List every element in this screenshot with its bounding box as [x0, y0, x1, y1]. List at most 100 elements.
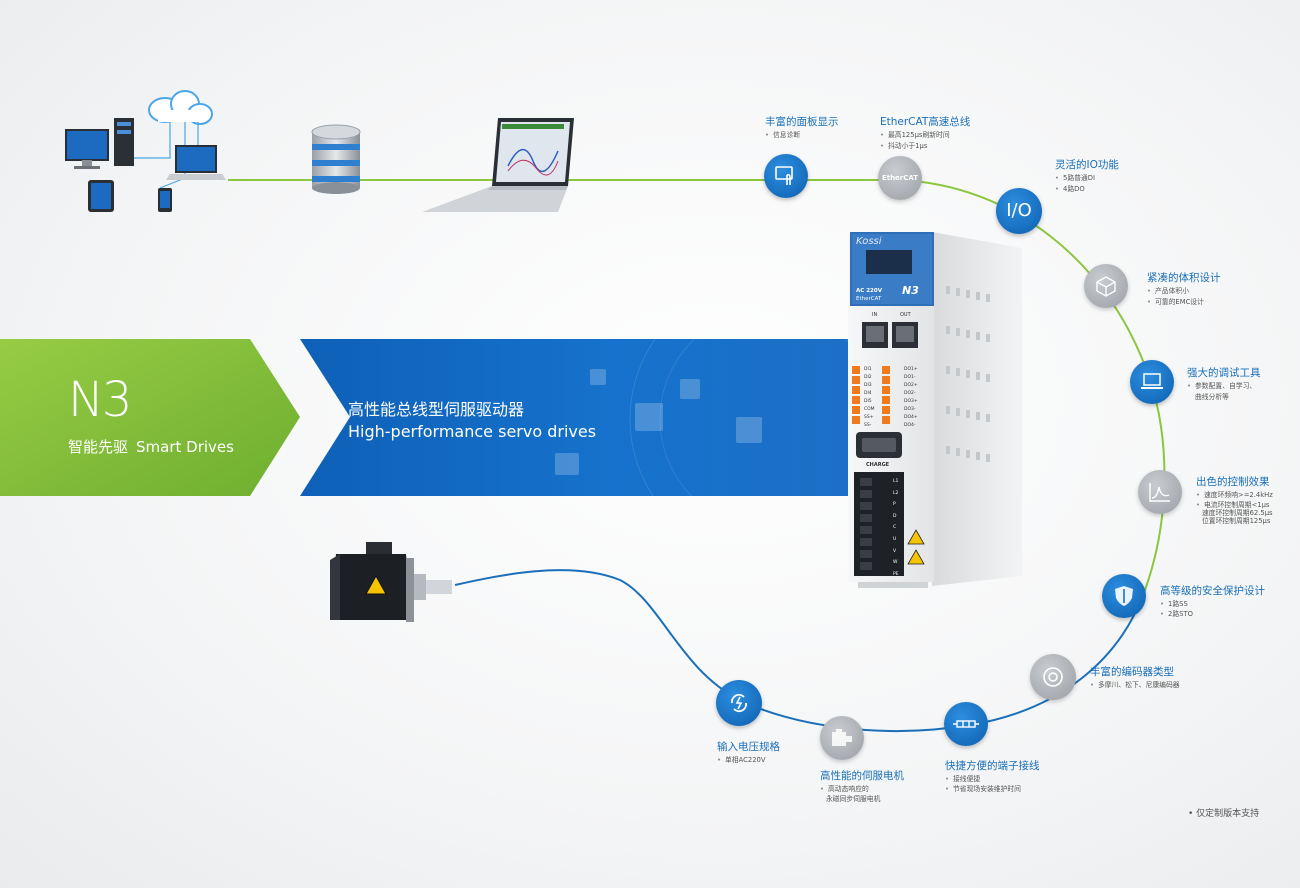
cube-icon [1084, 264, 1128, 308]
feature-title: 高等级的安全保护设计 [1160, 585, 1265, 597]
device-voltage: AC 220V [856, 288, 882, 294]
deco-square [680, 379, 700, 399]
feature-title: 丰富的面板显示 [765, 116, 839, 128]
power-label: D [893, 513, 897, 519]
device-brand: Kossi [856, 236, 882, 247]
network-cluster [60, 88, 230, 218]
io-icon-text: I/O [1006, 200, 1032, 221]
di-label: DI4 [864, 391, 872, 396]
feature-title: 快捷方便的端子接线 [945, 760, 1040, 772]
touch-panel-icon [764, 154, 808, 198]
cloud-icon [148, 90, 213, 125]
encoder-icon [1030, 654, 1076, 700]
motor-icon [820, 716, 864, 760]
do-label: DO3+ [904, 399, 918, 404]
feature-item: •5路普通DI [1055, 174, 1095, 182]
feature-title: 强大的调试工具 [1187, 367, 1261, 379]
charge-label: CHARGE [866, 462, 890, 468]
power-cycle-icon [716, 680, 762, 726]
title-cn: 高性能总线型伺服驱动器 [348, 400, 525, 419]
feature-item: •抖动小于1μs [880, 142, 928, 150]
do-labels: DO1+ DO1- DO2+ DO2- DO3+ DO3- DO4+ DO4- [904, 366, 918, 430]
motor-line [454, 569, 741, 701]
power-label: L2 [893, 490, 899, 496]
port-in-label: IN [872, 312, 878, 318]
feature-item: •2路STO [1160, 610, 1193, 618]
power-label: PE [893, 571, 899, 577]
power-label: W [893, 560, 898, 566]
feature-item: •节省现场安装维护时间 [945, 785, 1021, 793]
di-label: SS+ [864, 415, 874, 420]
feature-title: 出色的控制效果 [1196, 476, 1270, 488]
power-label: L1 [893, 479, 899, 484]
device-model: N3 [902, 284, 919, 297]
laptop-icon [1130, 360, 1174, 404]
di-label: DI5 [864, 399, 872, 404]
feature-item: •信息诊断 [765, 131, 801, 139]
feature-item: •产品体积小 [1147, 287, 1189, 295]
feature-title: 丰富的编码器类型 [1090, 666, 1174, 678]
device-bus: EtherCAT [856, 296, 882, 302]
blue-arc [739, 589, 1146, 732]
do-label: DO3- [904, 407, 916, 412]
port-out-label: OUT [900, 312, 911, 318]
feature-item: •高动态响应的 [820, 785, 869, 793]
di-label: DI3 [864, 383, 872, 388]
deco-square [736, 417, 762, 443]
feature-item: •多摩川、松下、尼康编码器 [1090, 681, 1180, 689]
server-icon [114, 118, 134, 166]
power-label: P [893, 502, 896, 508]
feature-item: •接线便捷 [945, 775, 981, 783]
power-label: C [893, 525, 897, 531]
blue-banner [300, 339, 850, 496]
do-label: DO1+ [904, 367, 918, 372]
tagline-cn: 智能先驱 [68, 438, 129, 456]
curve-icon [1138, 470, 1182, 514]
servo-motor [326, 540, 458, 630]
di-label: SS- [864, 423, 872, 428]
feature-item: •参数配置、自学习、 [1187, 382, 1257, 390]
tagline-en: Smart Drives [136, 438, 234, 456]
io-icon: I/O [996, 188, 1042, 234]
power-label: V [893, 548, 897, 554]
footnote: • 仅定制版本支持 [1188, 809, 1260, 819]
feature-item: •4路DO [1055, 185, 1085, 193]
n3-logo: N3 [68, 372, 132, 428]
feature-title: 灵活的IO功能 [1055, 159, 1119, 171]
feature-item: •电流环控制周期<1μs [1196, 501, 1270, 509]
do-label: DO2- [904, 391, 916, 396]
feature-title: 输入电压规格 [717, 741, 780, 753]
terminal-icon [944, 702, 988, 746]
ethercat-icon: EtherCAT [878, 156, 922, 200]
phone-icon [158, 188, 172, 212]
do-label: DO2+ [904, 383, 918, 388]
do-label: DO1- [904, 375, 916, 380]
ethercat-icon-text: EtherCAT [881, 173, 919, 182]
feature-item: 曲线分析等 [1195, 393, 1229, 401]
di-label: DI1 [864, 367, 872, 372]
title-en: High-performance servo drives [348, 422, 597, 441]
feature-item: 永磁同步伺服电机 [826, 795, 881, 803]
deco-square [590, 369, 606, 385]
power-label: U [893, 536, 897, 542]
feature-title: 紧凑的体积设计 [1147, 272, 1221, 284]
feature-title: EtherCAT高速总线 [880, 116, 971, 128]
di-label: COM [864, 407, 875, 412]
do-label: DO4+ [904, 415, 918, 420]
deco-square [635, 403, 663, 431]
debug-laptop [418, 116, 578, 216]
shield-icon [1102, 574, 1146, 618]
feature-item: 位置环控制周期125μs [1202, 517, 1271, 525]
di-labels: DI1 DI2 DI3 DI4 DI5 COM SS+ SS- [864, 366, 875, 430]
feature-item: •速度环频响>=2.4kHz [1196, 491, 1273, 499]
feature-title: 高性能的伺服电机 [820, 770, 904, 782]
servo-drive: Kossi AC 220V EtherCAT N3 IN OUT CHARGE … [846, 226, 1032, 606]
power-labels: L1 L2 P D C U V W PE [893, 476, 899, 580]
deco-square [555, 453, 579, 475]
feature-item: •单相AC220V [717, 756, 766, 764]
di-label: DI2 [864, 375, 872, 380]
green-banner [0, 339, 300, 496]
feature-item: 速度环控制周期62.5μs [1202, 509, 1273, 517]
feature-item: •可靠的EMC设计 [1147, 298, 1204, 306]
database-icon [310, 124, 362, 194]
